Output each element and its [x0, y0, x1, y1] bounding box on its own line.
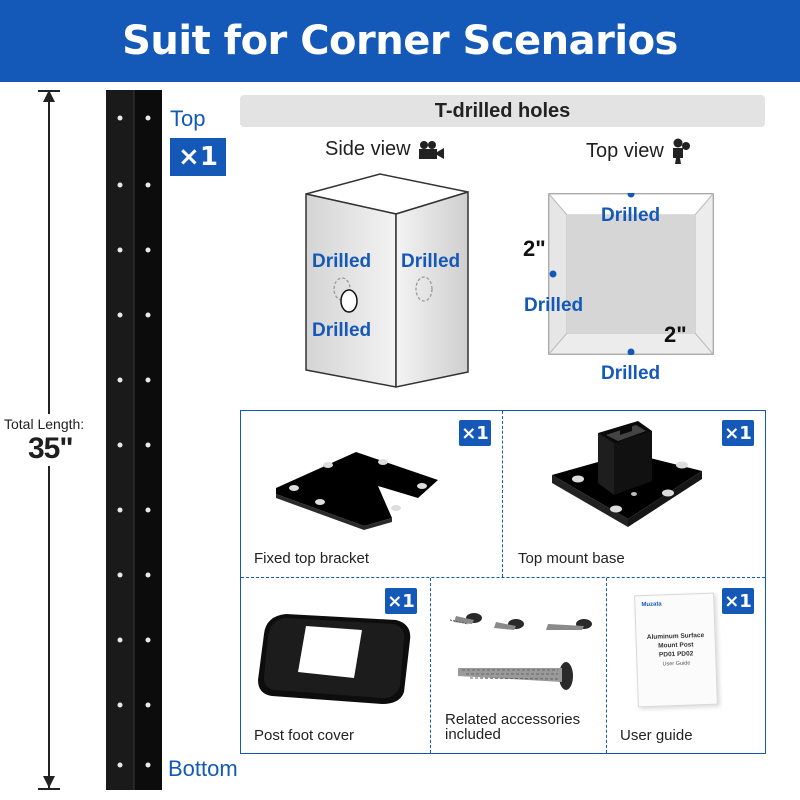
grid-divider: [241, 577, 765, 578]
top-dim-left: 2": [523, 236, 546, 261]
post-bottom-label: Bottom: [168, 756, 238, 781]
guide-brand: Muzata: [641, 601, 662, 609]
total-length-label: Total Length:: [4, 414, 85, 434]
overhead-camera-icon: [672, 138, 690, 164]
top-view-drawing: [548, 193, 714, 355]
guide-subtitle: User Guide: [662, 660, 691, 668]
screws-image: [449, 613, 592, 690]
page-title: Suit for Corner Scenarios: [122, 18, 678, 64]
title-banner: Suit for Corner Scenarios: [0, 0, 800, 82]
top-drilled-bottom: Drilled: [601, 363, 661, 384]
top-drilled-left: Drilled: [524, 295, 584, 316]
post-image: [106, 90, 162, 790]
video-camera-icon: [418, 140, 444, 159]
foot-cover-label: Post foot cover: [254, 727, 355, 744]
top-dim-right: 2": [664, 322, 687, 347]
bracket-label: Fixed top bracket: [254, 550, 370, 567]
post-top-label: Top: [170, 106, 206, 131]
guide-title-line2: Mount Post: [658, 641, 694, 650]
side-view-drawing: [305, 173, 469, 388]
side-drilled-right: Drilled: [401, 251, 461, 272]
post-foot-cover-image: [258, 614, 411, 704]
grid-divider: [430, 578, 431, 753]
fixed-top-bracket-image: [276, 452, 438, 530]
side-view-text: Side view: [325, 138, 411, 160]
user-guide-image: Muzata Aluminum Surface Mount Post PD01 …: [634, 592, 718, 708]
side-drilled-bottom: Drilled: [312, 320, 372, 341]
mount-base-quantity-badge: ×1: [722, 420, 754, 446]
related-accessories-label: Related accessories included: [445, 712, 580, 742]
top-mount-base-image: [552, 421, 702, 527]
user-guide-label: User guide: [620, 727, 693, 744]
user-guide-quantity-badge: ×1: [722, 588, 754, 614]
top-view-text: Top view: [586, 139, 664, 162]
guide-title-line3: PD01 PD02: [658, 650, 694, 659]
related-accessories-line2: included: [445, 726, 501, 743]
top-view-label: Top view: [586, 138, 692, 164]
grid-divider: [502, 411, 503, 577]
grid-divider: [606, 578, 607, 753]
post-holes: [117, 115, 151, 768]
side-drilled-left: Drilled: [312, 251, 372, 272]
mount-base-label: Top mount base: [518, 550, 625, 567]
side-view-label: Side view: [325, 138, 445, 161]
accessories-grid: [240, 410, 766, 754]
dimension-bottom-cap: [38, 788, 60, 790]
related-accessories-line1: Related accessories: [445, 711, 581, 728]
post-quantity-badge: ×1: [170, 138, 226, 176]
total-length-value: 35": [24, 432, 77, 466]
t-drilled-heading: T-drilled holes: [240, 95, 765, 127]
foot-cover-quantity-badge: ×1: [385, 588, 417, 614]
top-drilled-top: Drilled: [601, 205, 661, 226]
dimension-arrow-down: [43, 776, 55, 788]
small-screw: [449, 613, 482, 625]
guide-title-line1: Aluminum Surface: [646, 632, 705, 642]
bracket-quantity-badge: ×1: [459, 420, 491, 446]
